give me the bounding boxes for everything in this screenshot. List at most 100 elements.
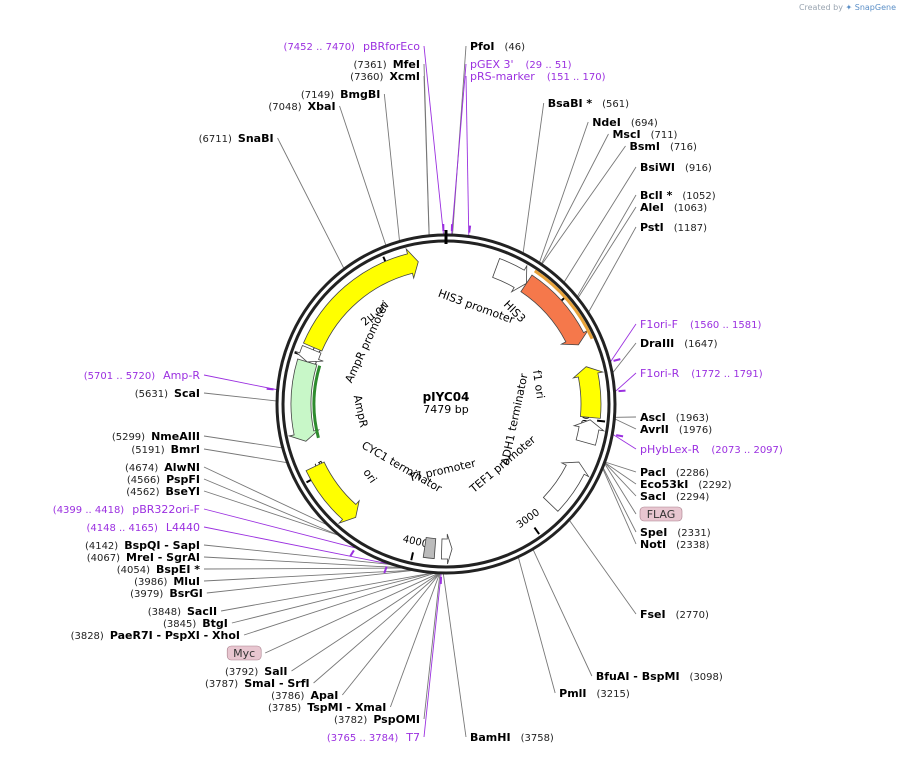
- enzyme-name[interactable]: BclI *: [640, 189, 673, 202]
- primer-name[interactable]: pRS-marker: [470, 70, 535, 83]
- enzyme-name[interactable]: PaeR7I - PspXI - XhoI: [110, 629, 240, 642]
- enzyme-name[interactable]: PfoI: [470, 40, 495, 53]
- enzyme-name[interactable]: BamHI: [470, 731, 511, 744]
- primer-name[interactable]: pHybLex-R: [640, 443, 700, 456]
- enzyme-name[interactable]: SnaBI: [238, 132, 274, 145]
- feature-2-ori[interactable]: [302, 247, 419, 352]
- enzyme-name[interactable]: SpeI: [640, 526, 667, 539]
- enzyme-name[interactable]: XcmI: [389, 70, 420, 83]
- enzyme-name[interactable]: BspEI *: [156, 563, 200, 576]
- enzyme-name[interactable]: MluI: [173, 575, 200, 588]
- enzyme-position: (7149): [301, 90, 334, 101]
- feature-tef1-promoter[interactable]: [542, 461, 590, 512]
- feature-ampr-promoter[interactable]: [294, 344, 324, 363]
- enzyme-name[interactable]: SacI: [640, 490, 666, 503]
- enzyme-connector: [203, 448, 287, 463]
- enzyme-connector: [342, 573, 440, 696]
- enzyme-name[interactable]: SacII: [187, 605, 217, 618]
- enzyme-name[interactable]: DraIII: [640, 337, 674, 350]
- primer-name[interactable]: F1ori-F: [640, 318, 678, 331]
- primer-connector: [610, 323, 637, 362]
- primer-name[interactable]: T7: [405, 731, 420, 744]
- enzyme-name[interactable]: NdeI: [592, 116, 621, 129]
- enzyme-name[interactable]: FseI: [640, 608, 666, 621]
- feature-f1-ori[interactable]: [571, 366, 605, 419]
- enzyme-name[interactable]: TspMI - XmaI: [307, 701, 386, 714]
- feature-his3[interactable]: [520, 274, 590, 346]
- primer-connector: [203, 526, 388, 565]
- enzyme-name[interactable]: MreI - SgrAI: [126, 551, 200, 564]
- primer-range: (1772 .. 1791): [691, 369, 763, 380]
- enzyme-name[interactable]: BspQI - SapI: [124, 539, 200, 552]
- enzyme-name[interactable]: ApaI: [310, 689, 338, 702]
- enzyme-name[interactable]: PacI: [640, 466, 666, 479]
- ampr-orf-highlight: [312, 365, 322, 439]
- enzyme-name[interactable]: PspOMI: [373, 713, 420, 726]
- enzyme-name[interactable]: BtgI: [202, 617, 228, 630]
- enzyme-name[interactable]: MfeI: [393, 58, 420, 71]
- primer-range: (4399 .. 4418): [53, 505, 125, 516]
- enzyme-name[interactable]: BsiWI: [640, 161, 675, 174]
- enzyme-name[interactable]: BmrI: [171, 443, 200, 456]
- enzyme-position: (1647): [684, 339, 717, 350]
- enzyme-position: (4566): [127, 475, 160, 486]
- tag-label[interactable]: Myc: [233, 647, 255, 660]
- enzyme-name[interactable]: BsmI: [630, 140, 661, 153]
- enzyme-name[interactable]: BfuAI - BspMI: [596, 670, 680, 683]
- enzyme-position: (694): [631, 118, 658, 129]
- feature-t7-promoter[interactable]: [440, 533, 453, 565]
- enzyme-name[interactable]: NmeAIII: [151, 430, 200, 443]
- primer-mark: [618, 389, 626, 393]
- enzyme-name[interactable]: BsrGI: [169, 587, 202, 600]
- enzyme-name[interactable]: MscI: [612, 128, 640, 141]
- enzyme-position: (3792): [225, 667, 258, 678]
- feature-cyc1-terminator[interactable]: [422, 537, 437, 559]
- enzyme-name[interactable]: Eco53kI: [640, 478, 688, 491]
- enzyme-name[interactable]: XbaI: [308, 100, 336, 113]
- enzyme-name[interactable]: AscI: [640, 411, 666, 424]
- enzyme-connector: [339, 105, 387, 246]
- enzyme-name[interactable]: BseYI: [166, 485, 200, 498]
- enzyme-connector: [220, 572, 431, 612]
- enzyme-connector: [206, 570, 413, 594]
- primer-range: (29 .. 51): [526, 60, 572, 71]
- feature-ori[interactable]: [305, 461, 360, 524]
- primer-name[interactable]: pBRforEco: [363, 40, 420, 53]
- enzyme-position: (3979): [130, 589, 163, 600]
- snapgene-credit: Created by ✦ SnapGene: [799, 3, 896, 12]
- enzyme-name[interactable]: AleI: [640, 201, 664, 214]
- primer-name[interactable]: Amp-R: [163, 369, 200, 382]
- primer-name[interactable]: L4440: [166, 521, 200, 534]
- primer-name[interactable]: F1ori-R: [640, 367, 680, 380]
- plasmid-name: pIYC04: [423, 390, 470, 404]
- enzyme-name[interactable]: PstI: [640, 221, 664, 234]
- enzyme-position: (7360): [350, 72, 383, 83]
- enzyme-name[interactable]: NotI: [640, 538, 666, 551]
- tag-label[interactable]: FLAG: [647, 508, 676, 521]
- primer-connector: [423, 573, 442, 738]
- enzyme-name[interactable]: PmlI: [559, 687, 586, 700]
- enzyme-connector: [602, 468, 637, 545]
- enzyme-position: (3848): [148, 607, 181, 618]
- enzyme-connector: [563, 166, 637, 283]
- feature-ampr[interactable]: [287, 358, 320, 442]
- enzyme-connector: [389, 573, 440, 708]
- primer-range: (2073 .. 2097): [711, 445, 783, 456]
- enzyme-name[interactable]: BsaBI *: [548, 97, 593, 110]
- feature-his3-promoter[interactable]: [492, 258, 528, 293]
- enzyme-name[interactable]: SalI: [264, 665, 287, 678]
- enzyme-name[interactable]: BmgBI: [340, 88, 380, 101]
- enzyme-position: (1187): [674, 223, 707, 234]
- tick-mark: [533, 527, 540, 535]
- enzyme-position: (1963): [676, 413, 709, 424]
- primer-name[interactable]: pGEX 3': [470, 58, 514, 71]
- enzyme-name[interactable]: SmaI - SrfI: [244, 677, 309, 690]
- enzyme-name[interactable]: PspFI: [166, 473, 200, 486]
- primer-name[interactable]: pBR322ori-F: [132, 503, 200, 516]
- enzyme-name[interactable]: AlwNI: [164, 461, 200, 474]
- enzyme-connector: [602, 468, 637, 533]
- enzyme-name[interactable]: AvrII: [640, 423, 669, 436]
- feature-adh1-terminator[interactable]: [572, 419, 606, 446]
- enzyme-name[interactable]: ScaI: [174, 387, 200, 400]
